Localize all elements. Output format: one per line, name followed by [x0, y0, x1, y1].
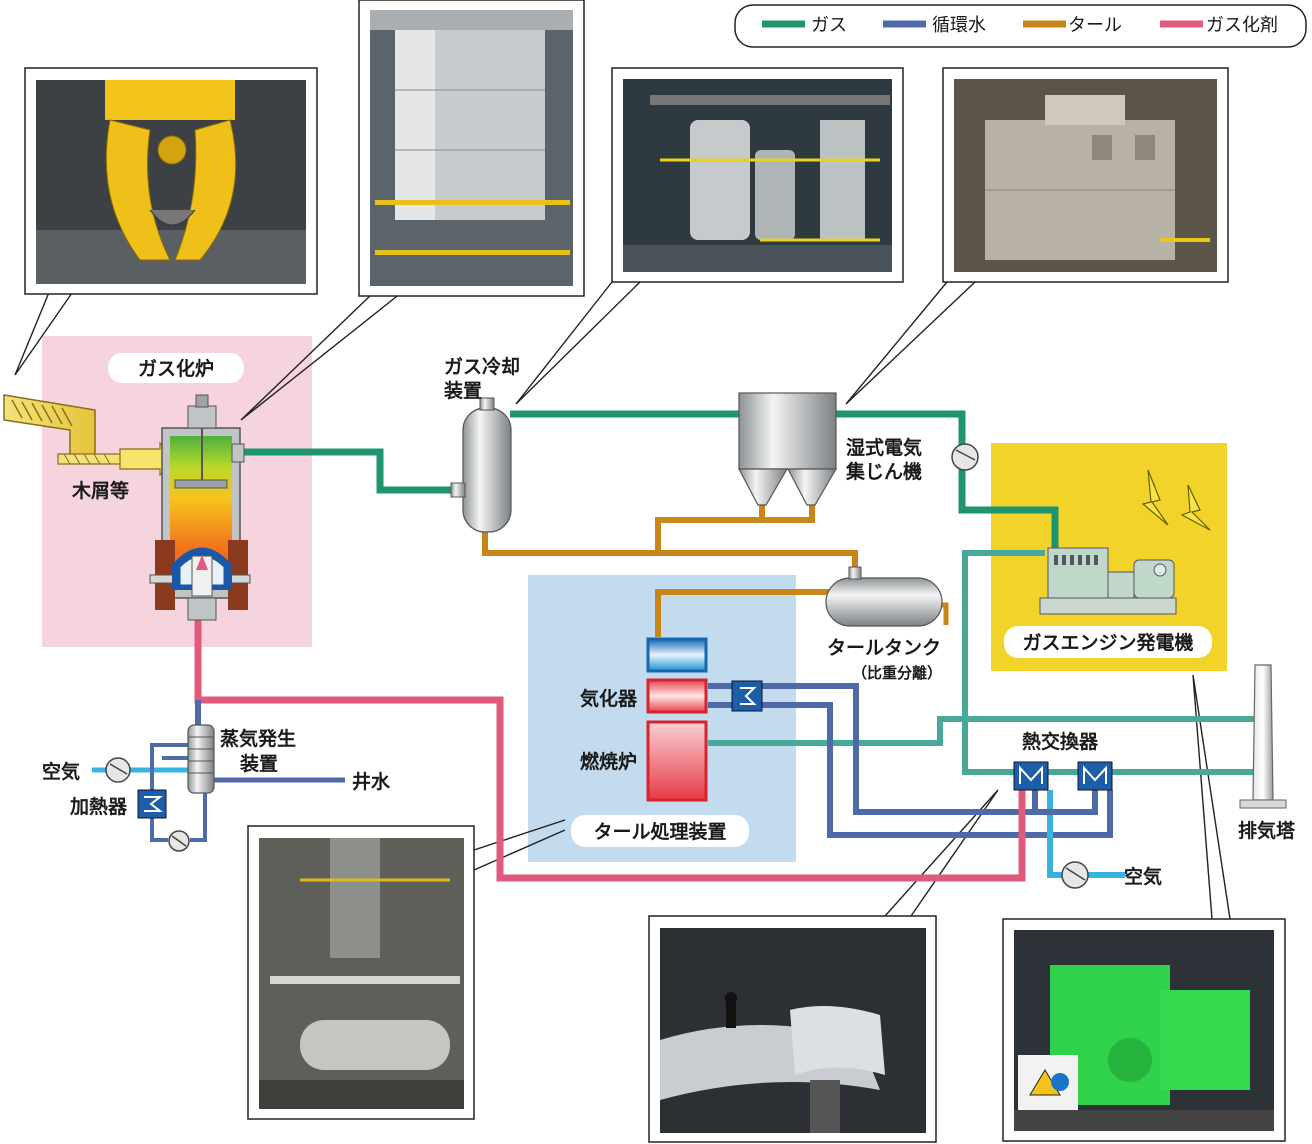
esp-label-1: 湿式電気 — [846, 436, 922, 459]
air-blower-left-icon — [105, 757, 131, 783]
grab-crane-icon — [105, 80, 237, 261]
grab-crane-photo — [24, 67, 318, 295]
heater-label: 加熱器 — [69, 795, 128, 818]
gas-engine-generator — [1039, 469, 1211, 615]
heat-exchanger-label: 熱交換器 — [1022, 730, 1099, 753]
insulated-pipe-icon — [660, 992, 885, 1133]
water-pipe-b — [708, 702, 1113, 838]
steam-generator-icon — [259, 838, 464, 1109]
legend-agent-label: ガス化剤 — [1206, 15, 1278, 36]
woodchips-label: 木屑等 — [71, 479, 129, 502]
gasifier-photo — [358, 0, 585, 297]
air-pipe-bottom — [1047, 790, 1125, 878]
tar-pipe-cooler-tank — [482, 530, 858, 570]
agent-pipe — [194, 585, 1026, 882]
gas-cooler — [450, 397, 512, 533]
vaporizer-label: 気化器 — [580, 687, 638, 710]
tar-treatment-zone — [528, 575, 796, 862]
tar-treatment-unit — [646, 637, 763, 802]
water-pump-icon — [168, 830, 190, 852]
tar-pipe-tank-vaporizer — [655, 589, 836, 637]
engine-label: ガスエンジン発電機 — [1022, 631, 1193, 654]
heat-exchanger-photo — [648, 915, 937, 1143]
gas-cooler-label-2: 装置 — [443, 379, 482, 402]
tar-treatment-label: タール処理装置 — [593, 820, 726, 843]
lightning-icon — [1141, 469, 1169, 526]
steam-loop-right — [190, 788, 207, 842]
water-pipe-hx2 — [1035, 790, 1098, 815]
esp-photo — [942, 67, 1229, 283]
electrostatic-precipitator-icon — [985, 95, 1210, 260]
gasifier-label: ガス化炉 — [138, 357, 214, 380]
air-left-label: 空気 — [42, 760, 80, 783]
pipes — [92, 410, 1257, 882]
wet-electrostatic-precipitator — [738, 392, 838, 506]
exhaust-pipe-combustor-stack — [708, 716, 1257, 746]
cooler-vessels-icon — [623, 95, 892, 272]
combustor-label: 燃焼炉 — [580, 750, 637, 773]
tar-tank — [825, 566, 943, 627]
steam-generator-photo — [247, 825, 475, 1120]
exhaust-pipe-engine-hx — [962, 550, 1045, 775]
esp-label-2: 集じん機 — [845, 460, 922, 483]
stack-label: 排気塔 — [1238, 819, 1296, 842]
legend-water-label: 循環水 — [932, 15, 986, 36]
gasifier — [3, 394, 251, 621]
gas-cooler-label-1: ガス冷却 — [444, 355, 520, 378]
steam-generator — [137, 724, 215, 819]
tar-tank-label: タールタンク — [827, 637, 941, 659]
gasifier-tank-icon — [370, 10, 573, 255]
steam-gen-label-1: 蒸気発生 — [220, 727, 296, 750]
tar-pipe-esp-left — [655, 505, 765, 553]
gas-cooler-photo — [611, 67, 904, 283]
gas-blower-icon — [951, 443, 979, 471]
gas-pipe-gasifier-cooler — [242, 448, 456, 494]
legend-gas-label: ガス — [811, 15, 847, 36]
green-engine-icon — [1014, 965, 1274, 1131]
combustor-box — [646, 720, 708, 802]
tar-pipe-esp-right — [762, 505, 815, 523]
steam-gen-label-2: 装置 — [239, 752, 278, 775]
air-blower-bottom-icon — [1061, 861, 1089, 889]
legend: ガス 循環水 タール ガス化剤 — [734, 4, 1307, 48]
lightning-icon-2 — [1180, 484, 1211, 531]
water-pipe-a — [708, 683, 1038, 815]
tar-tank-note: （比重分離） — [852, 664, 942, 682]
gas-engine-photo — [1002, 918, 1286, 1142]
air-bottom-label: 空気 — [1124, 865, 1162, 888]
tar-preheater — [646, 637, 708, 673]
exhaust-stack — [1239, 664, 1287, 809]
well-water-label: 井水 — [352, 771, 391, 793]
vaporizer-box — [646, 678, 708, 714]
heat-exchangers — [1013, 761, 1113, 791]
legend-tar-label: タール — [1068, 15, 1122, 36]
